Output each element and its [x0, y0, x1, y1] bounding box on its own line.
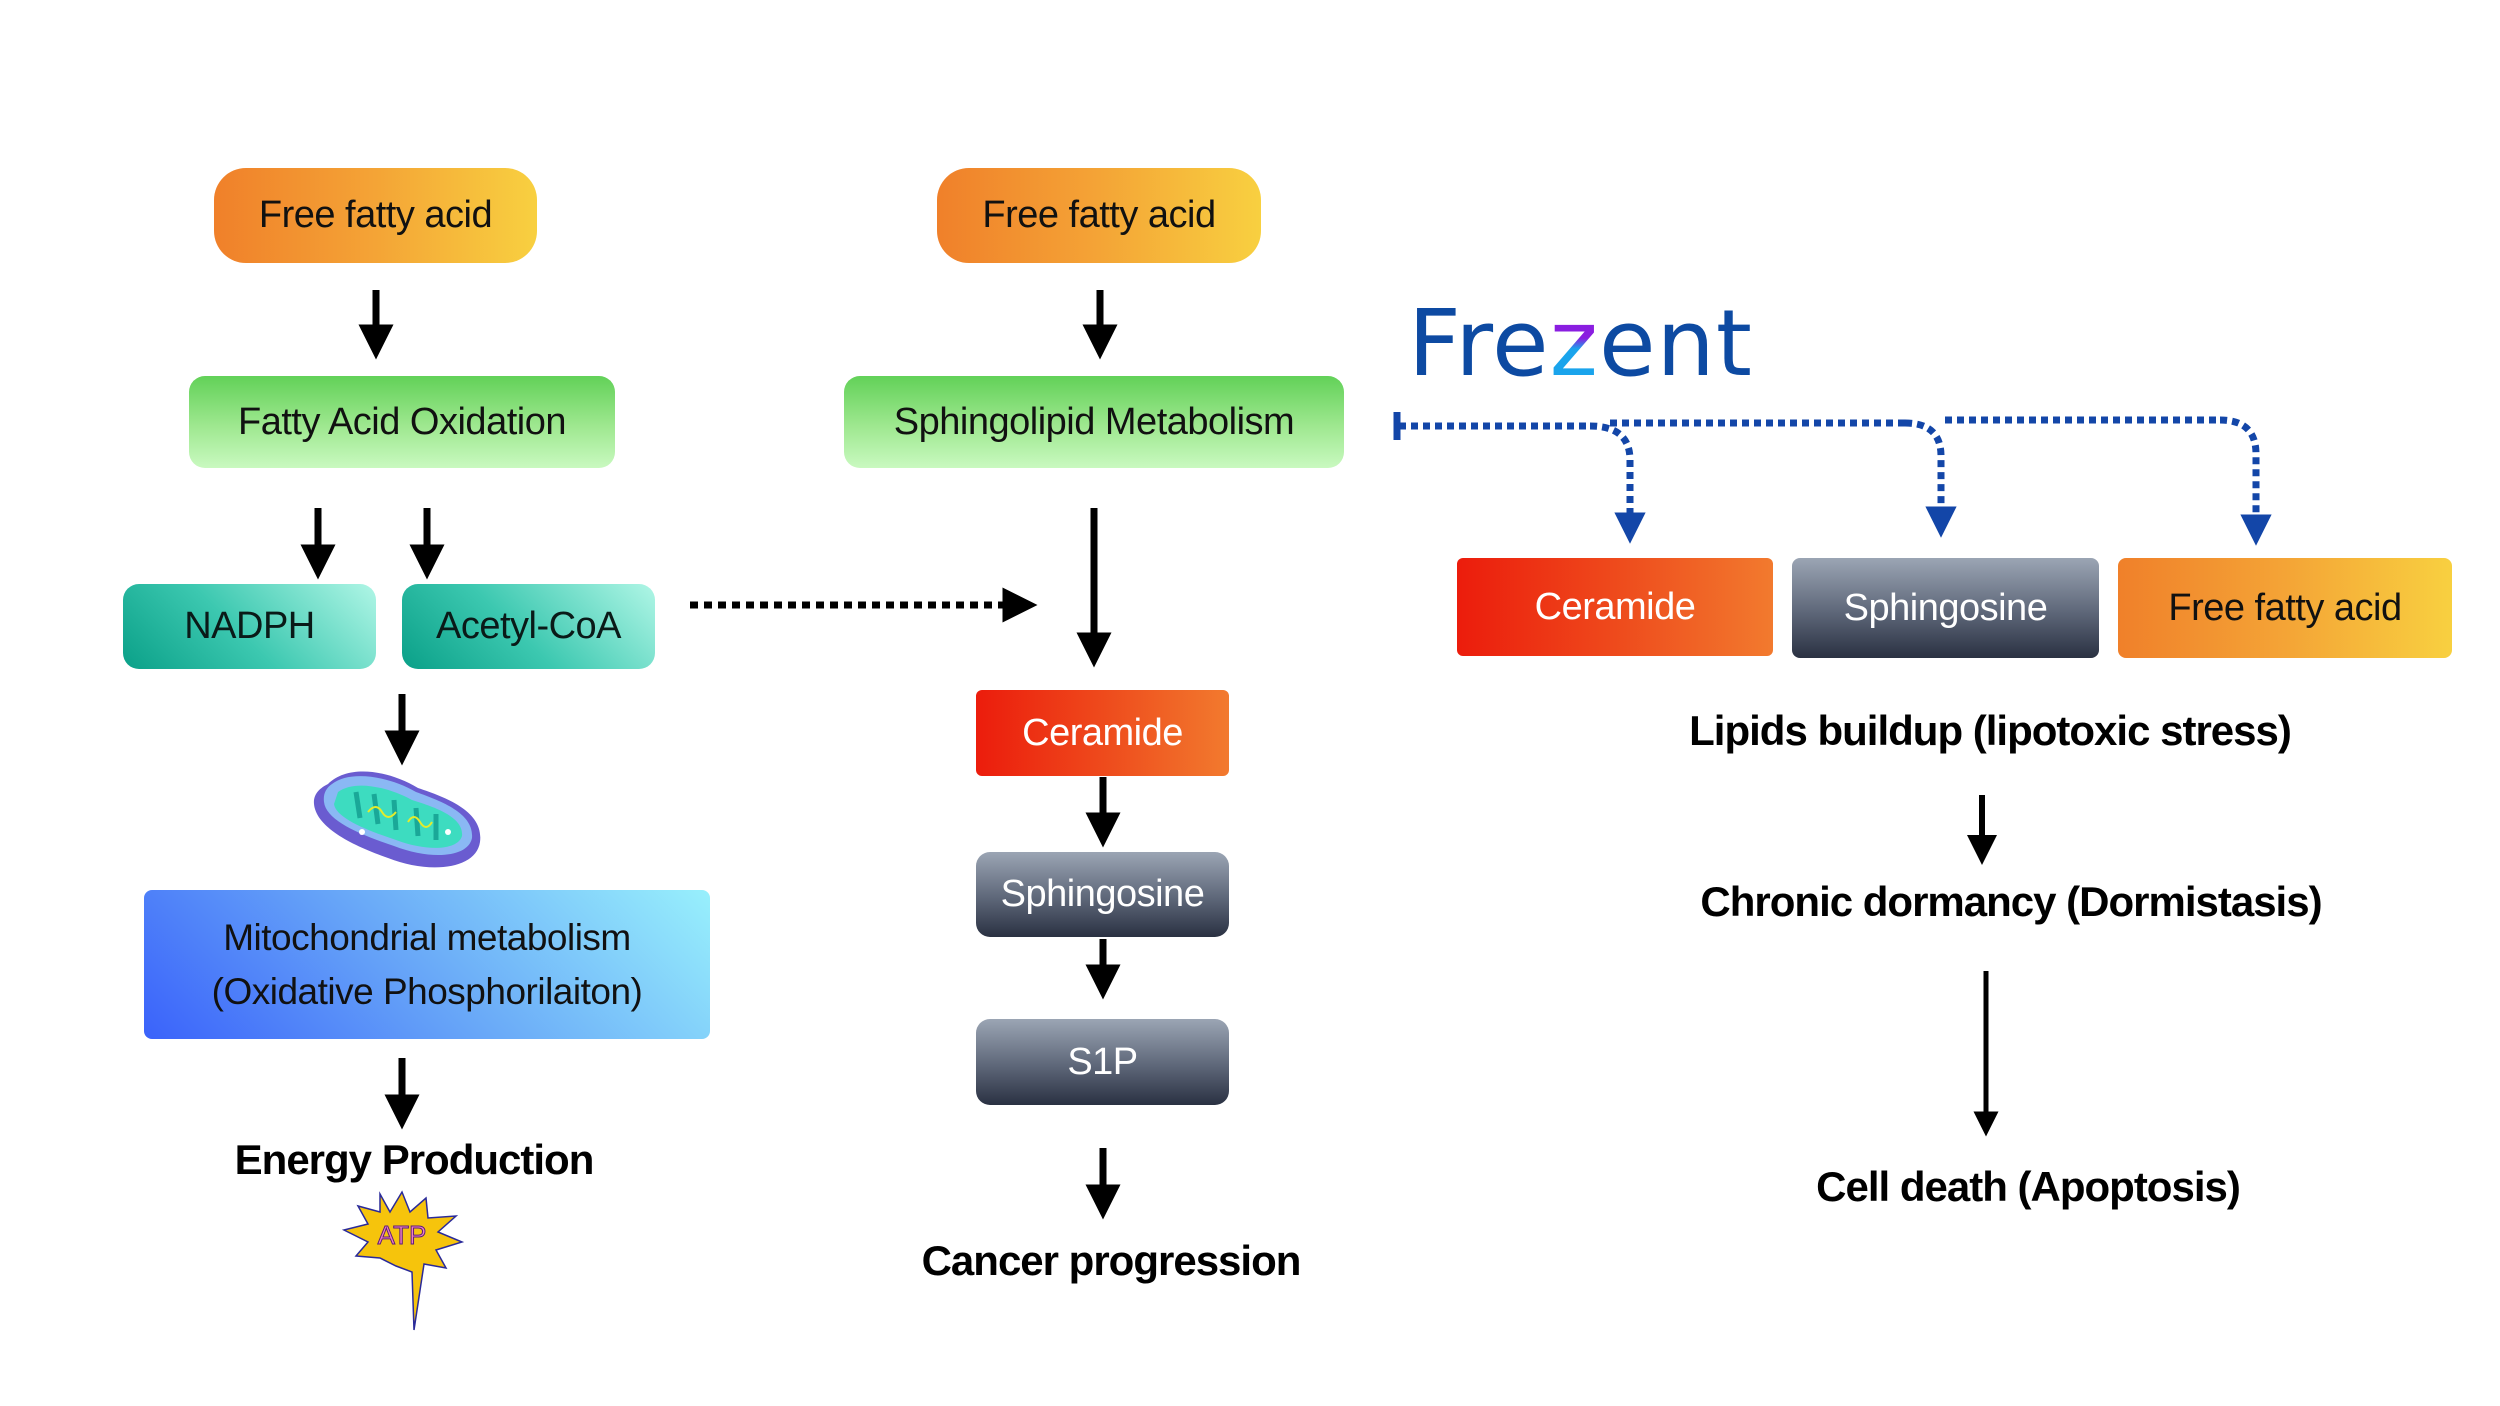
atp-starburst-icon: ATP — [341, 1190, 464, 1331]
right-sphingosine-node: Sphingosine — [1792, 558, 2099, 658]
middle-ceramide-node: Ceramide — [976, 690, 1229, 776]
logo-suffix: ent — [1598, 290, 1753, 397]
sphingolipid-metabolism-node: Sphingolipid Metabolism — [844, 376, 1344, 468]
right-free-fatty-acid-node: Free fatty acid — [2118, 558, 2452, 658]
mitochondrial-metabolism-node: Mitochondrial metabolism (Oxidative Phos… — [144, 890, 710, 1039]
lipids-buildup-label: Lipids buildup (lipotoxic stress) — [1689, 707, 2292, 754]
inhibition-connector — [1399, 416, 2272, 546]
left-free-fatty-acid-node: Free fatty acid — [214, 168, 537, 263]
chronic-dormancy-label: Chronic dormancy (Dormistasis) — [1700, 878, 2322, 925]
frezent-logo: Frezent — [1408, 290, 1753, 397]
cancer-progression-label: Cancer progression — [921, 1237, 1302, 1284]
mitochondrial-metabolism-line1: Mitochondrial metabolism — [223, 916, 631, 958]
nadph-node: NADPH — [123, 584, 376, 669]
atp-label: ATP — [378, 1220, 427, 1250]
fatty-acid-oxidation-node: Fatty Acid Oxidation — [189, 376, 615, 468]
middle-sphingosine-node: Sphingosine — [976, 852, 1229, 937]
energy-production-label: Energy Production — [234, 1136, 595, 1183]
s1p-node: S1P — [976, 1019, 1229, 1105]
logo-prefix: Fre — [1408, 290, 1550, 397]
right-ceramide-node: Ceramide — [1457, 558, 1773, 656]
acetyl-coa-node: Acetyl-CoA — [402, 584, 655, 669]
logo-accent-z: z — [1549, 290, 1599, 397]
mitochondrial-metabolism-line2: (Oxidative Phosphorilaiton) — [211, 970, 643, 1012]
middle-free-fatty-acid-node: Free fatty acid — [937, 168, 1261, 263]
cell-death-label: Cell death (Apoptosis) — [1816, 1163, 2241, 1210]
mitochondrion-icon — [313, 771, 481, 868]
